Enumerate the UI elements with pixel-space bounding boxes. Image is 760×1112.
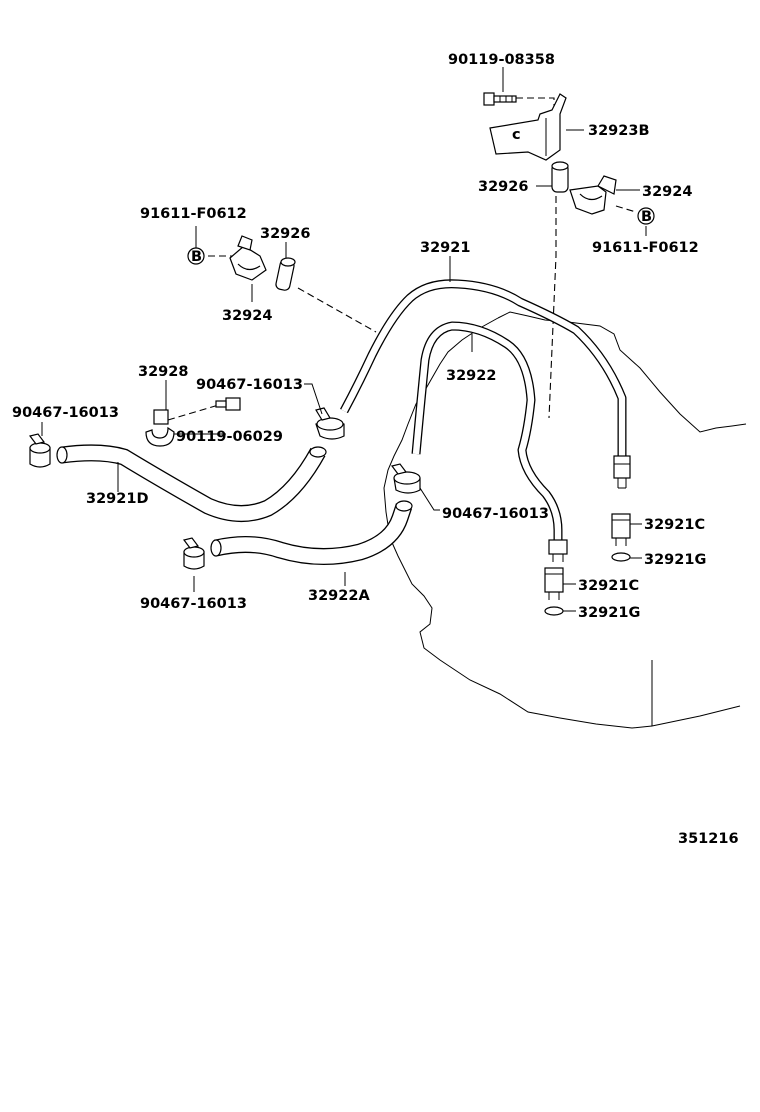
- b-marker-top: B: [637, 207, 655, 225]
- hose-clip-center: [390, 463, 421, 494]
- label-32928: 32928: [138, 364, 188, 380]
- label-32921d: 32921D: [86, 491, 148, 507]
- label-32922a: 32922A: [308, 588, 370, 604]
- label-90467-16013-center: 90467-16013: [442, 506, 549, 522]
- label-32921g-upper: 32921G: [644, 552, 706, 568]
- union-32921c-upper: [611, 513, 631, 546]
- hose-clip-left: [28, 433, 51, 468]
- hose-32922a: [210, 500, 413, 565]
- label-32921: 32921: [420, 240, 470, 256]
- union-32922-end: [548, 539, 568, 562]
- bolt-90119-06029: [215, 397, 241, 411]
- bolt-90119-08358: [483, 92, 517, 106]
- union-32921c-lower: [544, 567, 564, 600]
- b-marker-left: B: [187, 247, 205, 265]
- grommet-32926-left: [275, 257, 296, 291]
- gasket-32921g-upper: [611, 552, 631, 562]
- label-32924-left: 32924: [222, 308, 272, 324]
- label-32921c-lower: 32921C: [578, 578, 639, 594]
- union-32921-end: [613, 455, 631, 489]
- label-32921c-upper: 32921C: [644, 517, 705, 533]
- label-32926-top: 32926: [478, 179, 528, 195]
- gasket-32921g-lower: [544, 606, 564, 616]
- label-leaders: [41, 67, 647, 612]
- label-32921g-lower: 32921G: [578, 605, 640, 621]
- clamp-32924-top: [569, 175, 617, 215]
- figure-id: 351216: [678, 831, 739, 847]
- label-90467-16013-mid: 90467-16013: [196, 377, 303, 393]
- label-32924-top: 32924: [642, 184, 692, 200]
- label-91611-f0612-top: 91611-F0612: [592, 240, 699, 256]
- pipe-32922: [411, 321, 563, 540]
- label-90119-08358: 90119-08358: [448, 52, 555, 68]
- label-32926-left: 32926: [260, 226, 310, 242]
- label-90467-16013-bottom: 90467-16013: [140, 596, 247, 612]
- label-91611-f0612-left: 91611-F0612: [140, 206, 247, 222]
- clamp-bracket-32928: [145, 409, 175, 447]
- bracket-c-marker: c: [512, 127, 521, 143]
- label-90119-06029: 90119-06029: [176, 429, 283, 445]
- svg-text:B: B: [641, 209, 652, 225]
- hose-32921d: [56, 444, 327, 522]
- label-32923b: 32923B: [588, 123, 650, 139]
- clamp-32924-left: [229, 235, 267, 281]
- label-32922: 32922: [446, 368, 496, 384]
- svg-text:B: B: [191, 249, 202, 265]
- hose-clip-mid: [315, 407, 345, 440]
- grommet-32926-top: [551, 161, 569, 193]
- engine-outline: [383, 311, 747, 729]
- label-90467-16013-left: 90467-16013: [12, 405, 119, 421]
- part-labels: 90119-08358 32923B 32926 32924 91611-F06…: [12, 52, 739, 847]
- pipe-32921: [340, 279, 627, 456]
- bracket-32923b: c: [489, 93, 567, 161]
- hose-clip-bottom: [182, 537, 205, 570]
